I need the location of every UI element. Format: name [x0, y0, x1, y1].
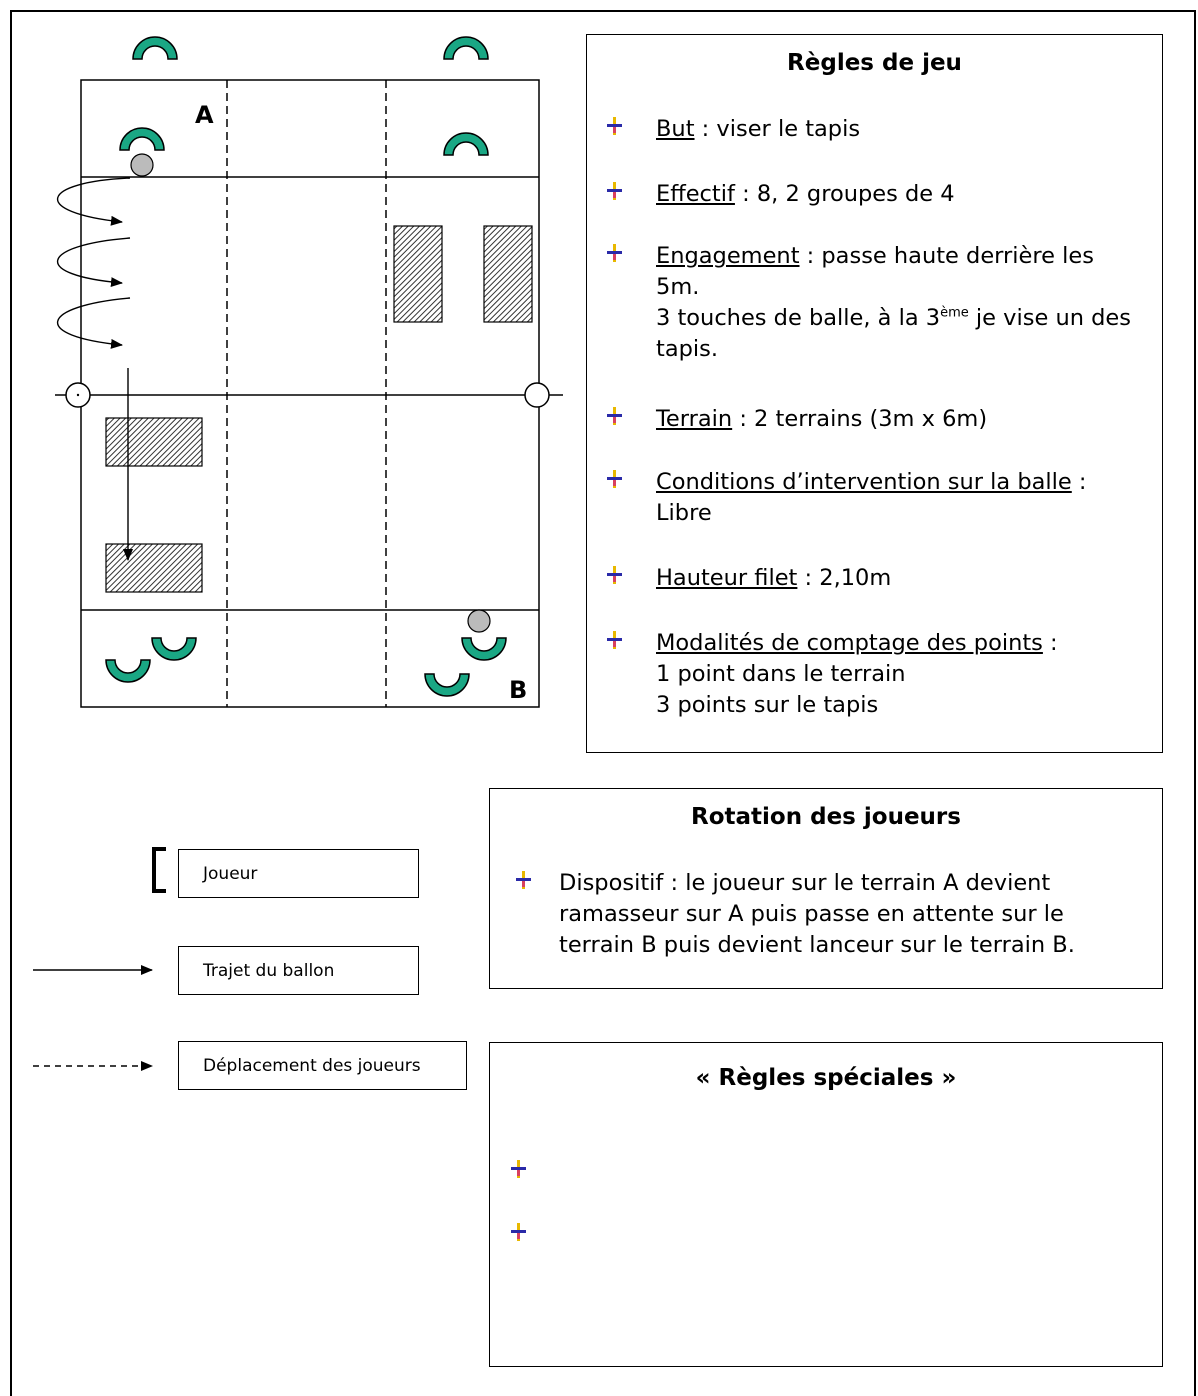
ball-path [56, 177, 133, 561]
player-icon [443, 36, 489, 60]
net-post-right [524, 382, 550, 408]
mat-bottom-upper [105, 417, 203, 467]
rules-title: Règles de jeu [787, 50, 962, 76]
player-icon [461, 637, 507, 661]
player-icon [151, 637, 197, 661]
court-label-b: B [509, 676, 527, 704]
rule-but: But : viser le tapis [607, 114, 860, 145]
mat-top-left [393, 225, 443, 323]
rule-conditions: Conditions d’intervention sur la balle :… [607, 467, 1087, 529]
rotation-title: Rotation des joueurs [691, 804, 961, 830]
bullet-icon [515, 869, 533, 900]
rotation-text: Dispositif : le joueur sur le terrain A … [516, 868, 1119, 961]
rules-box: Règles de jeu But : viser le tapis Effec… [586, 34, 1163, 753]
mat-top-right [483, 225, 533, 323]
bullet-icon [606, 405, 624, 436]
bullet-icon [606, 629, 624, 660]
player-icon [443, 132, 489, 156]
page-frame [10, 10, 1196, 1396]
bullet-icon [606, 468, 624, 499]
special-rules-title: « Règles spéciales » [695, 1065, 957, 1091]
rule-effectif: Effectif : 8, 2 groupes de 4 [607, 179, 955, 210]
bullet-icon [606, 564, 624, 595]
legend-player-box: Joueur [178, 849, 419, 898]
bullet-icon [510, 1158, 528, 1184]
legend-ball-path-box: Trajet du ballon [178, 946, 419, 995]
court-outline [80, 79, 540, 708]
rotation-box: Rotation des joueurs Dispositif : le jou… [489, 788, 1163, 989]
special-rules-box: « Règles spéciales » [489, 1042, 1163, 1367]
court-label-a: A [195, 101, 214, 129]
bullet-icon [606, 180, 624, 211]
legend-ball-path-label: Trajet du ballon [203, 960, 335, 981]
bullet-icon [510, 1221, 528, 1247]
rule-comptage: Modalités de comptage des points : 1 poi… [607, 628, 1058, 721]
legend-move-label: Déplacement des joueurs [203, 1055, 421, 1076]
player-icon [424, 673, 470, 697]
player-icon [119, 127, 165, 151]
rule-terrain: Terrain : 2 terrains (3m x 6m) [607, 404, 987, 435]
mat-bottom-lower [105, 543, 203, 593]
legend-move-box: Déplacement des joueurs [178, 1041, 467, 1090]
legend-player-bracket-icon [152, 847, 166, 893]
rule-hauteur: Hauteur filet : 2,10m [607, 563, 891, 594]
bullet-icon [606, 242, 624, 273]
ball-icon [467, 609, 491, 633]
rule-engagement: Engagement : passe haute derrière les 5m… [607, 241, 1136, 365]
player-icon [105, 659, 151, 683]
player-icon [132, 36, 178, 60]
legend-player-label: Joueur [203, 863, 258, 884]
bullet-icon [606, 115, 624, 146]
ball-icon [130, 153, 154, 177]
